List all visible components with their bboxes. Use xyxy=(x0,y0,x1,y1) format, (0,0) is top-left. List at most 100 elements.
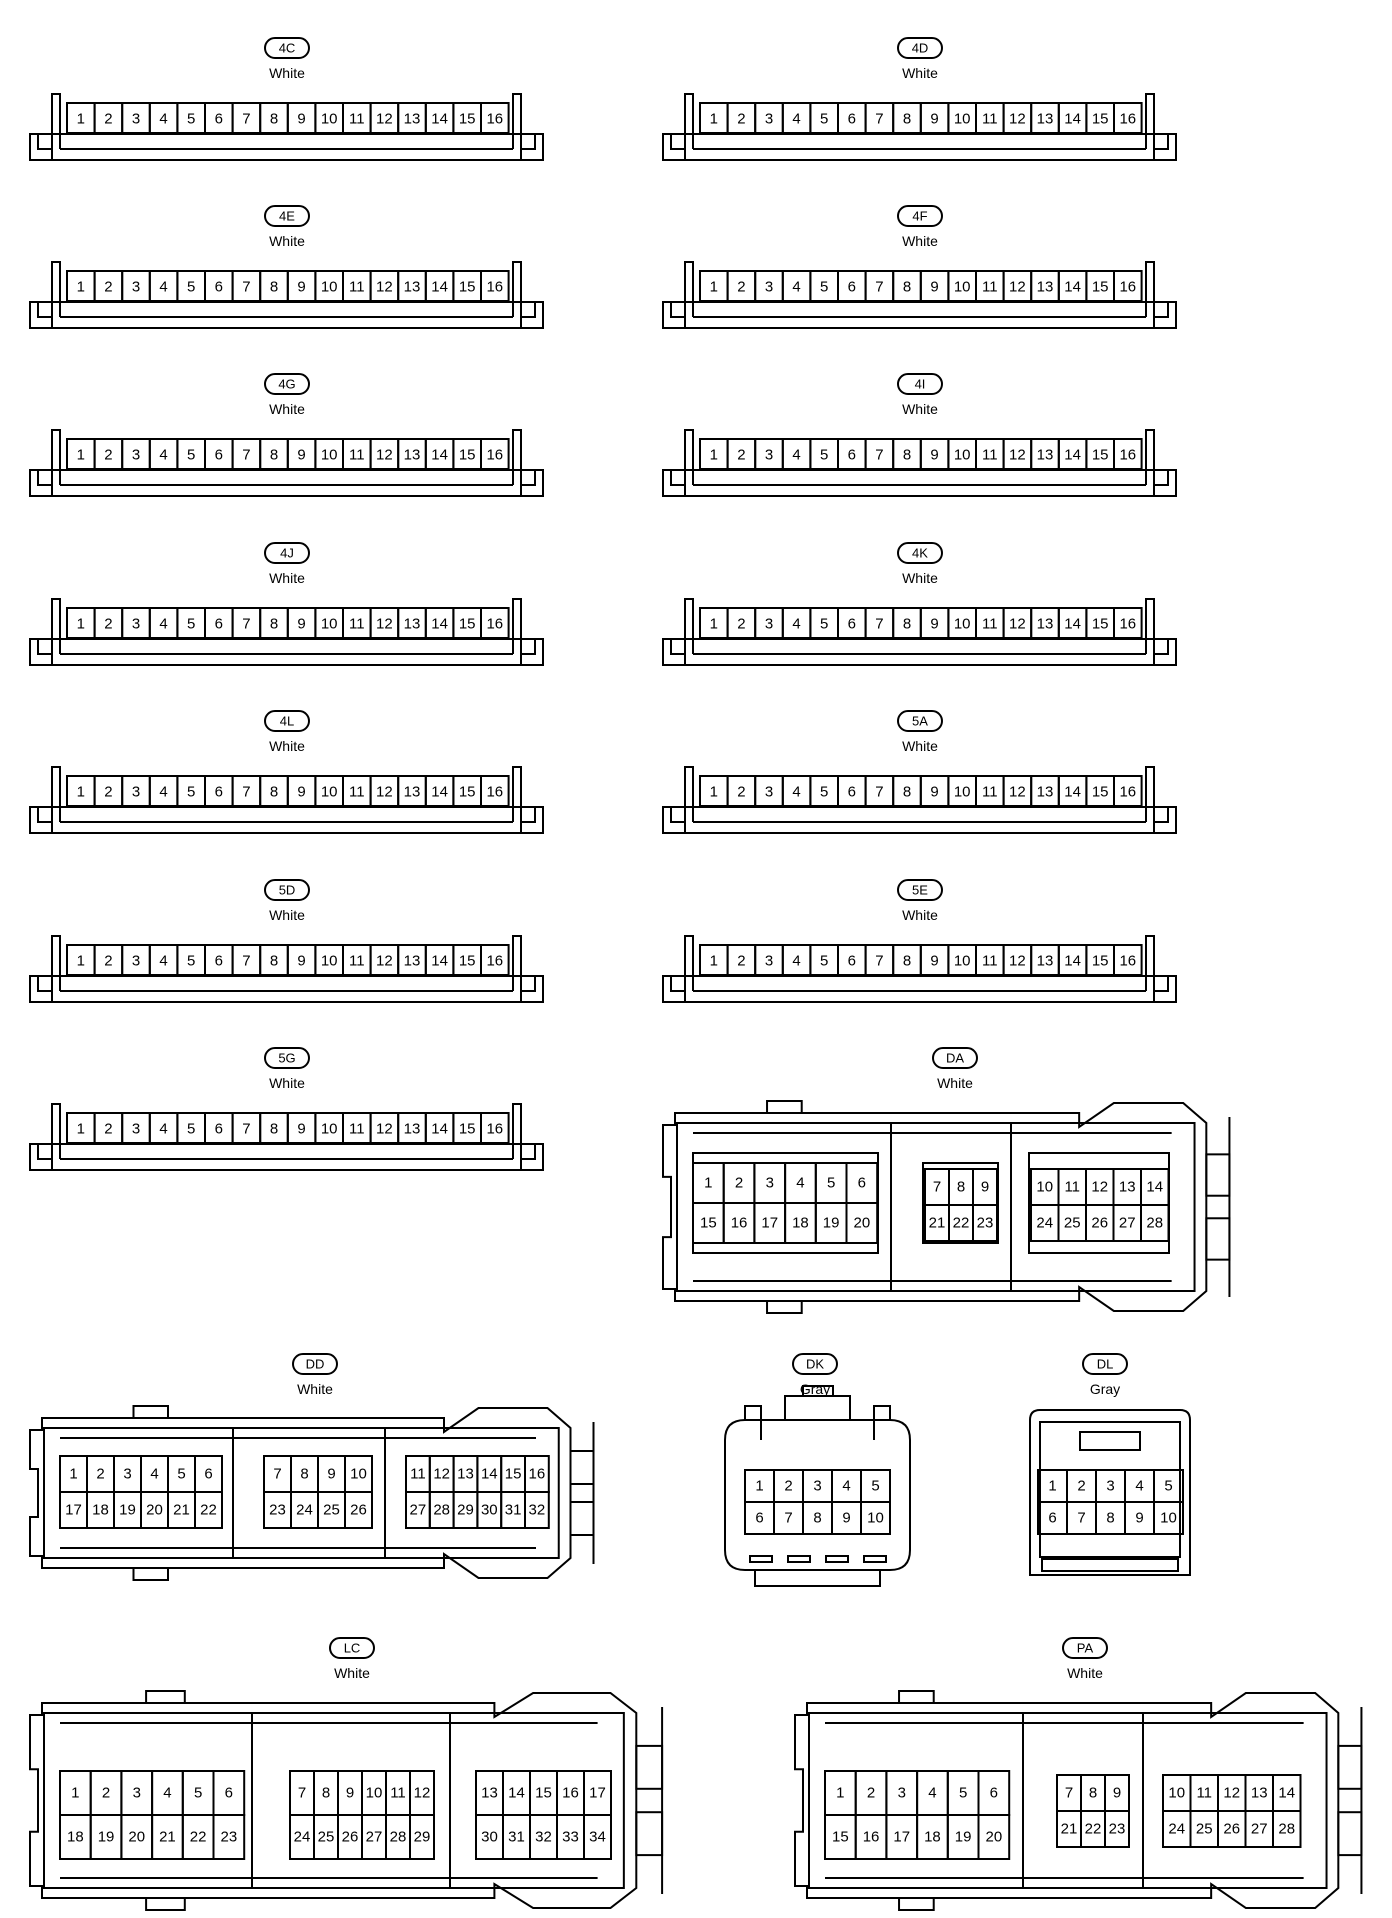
connector-color: White xyxy=(269,907,305,923)
pin-number: 3 xyxy=(132,784,140,801)
pin-number: 12 xyxy=(376,111,393,128)
pin-number: 15 xyxy=(459,1121,476,1138)
pin-number: 10 xyxy=(321,111,338,128)
pin-number: 4 xyxy=(159,953,167,970)
pin-number: 4 xyxy=(159,279,167,296)
pin-number: 13 xyxy=(457,1466,474,1483)
pin-number: 6 xyxy=(848,279,856,296)
pin-number: 9 xyxy=(346,1785,354,1802)
connector-code-badge xyxy=(897,37,943,59)
pin-number: 2 xyxy=(102,1785,110,1802)
pin-number: 3 xyxy=(123,1466,131,1483)
pin-number: 13 xyxy=(1037,111,1054,128)
pin-number: 10 xyxy=(321,447,338,464)
pin-number: 4 xyxy=(159,1121,167,1138)
pin-number: 3 xyxy=(765,784,773,801)
pin-number: 8 xyxy=(1106,1510,1114,1527)
pin-number: 14 xyxy=(431,784,448,801)
pin-number: 19 xyxy=(98,1829,115,1846)
pin-number: 10 xyxy=(867,1510,884,1527)
pin-number: 5 xyxy=(827,1175,835,1192)
pin-number: 9 xyxy=(297,1121,305,1138)
pin-number: 2 xyxy=(104,1121,112,1138)
pin-number: 29 xyxy=(457,1502,474,1519)
pin-number: 6 xyxy=(848,953,856,970)
pin-cell xyxy=(972,1204,998,1242)
pin-number: 10 xyxy=(350,1466,367,1483)
pin-number: 3 xyxy=(898,1785,906,1802)
connector-code: LC xyxy=(344,1641,361,1656)
pin-number: 16 xyxy=(1119,953,1136,970)
pin-number: 8 xyxy=(270,447,278,464)
pin-number: 23 xyxy=(269,1502,286,1519)
pin-number: 2 xyxy=(737,953,745,970)
pin-number: 11 xyxy=(982,111,998,128)
pin-number: 26 xyxy=(350,1502,367,1519)
pin-number: 1 xyxy=(77,447,85,464)
pin-number: 11 xyxy=(349,111,365,128)
pin-number: 3 xyxy=(765,616,773,633)
pin-number: 11 xyxy=(982,616,998,633)
pin-number: 6 xyxy=(215,616,223,633)
connector-code: 5D xyxy=(279,883,296,898)
pin-number: 14 xyxy=(431,111,448,128)
pin-number: 6 xyxy=(215,447,223,464)
pin-number: 9 xyxy=(842,1510,850,1527)
pin-number: 4 xyxy=(792,111,800,128)
pin-number: 25 xyxy=(1196,1821,1213,1838)
connector-code: PA xyxy=(1077,1641,1094,1656)
pin-number: 1 xyxy=(77,279,85,296)
pin-number: 8 xyxy=(1089,1785,1097,1802)
connector-code: DK xyxy=(806,1357,824,1372)
pin-number: 11 xyxy=(349,616,365,633)
pin-number: 23 xyxy=(221,1829,238,1846)
pin-number: 27 xyxy=(366,1829,383,1846)
pin-number: 16 xyxy=(486,616,503,633)
pin-number: 10 xyxy=(954,111,971,128)
pin-number: 7 xyxy=(875,616,883,633)
connector-code: 4C xyxy=(279,41,296,56)
pin-cell xyxy=(1113,775,1143,807)
pin-number: 4 xyxy=(792,616,800,633)
pin-number: 1 xyxy=(1048,1478,1056,1495)
pin-number: 11 xyxy=(982,279,998,296)
pin-number: 16 xyxy=(486,279,503,296)
pin-cell xyxy=(480,102,510,134)
pin-number: 16 xyxy=(486,784,503,801)
pin-number: 3 xyxy=(132,616,140,633)
pin-number: 10 xyxy=(321,616,338,633)
connector-code-badge xyxy=(264,542,310,564)
connector-code-badge xyxy=(264,710,310,732)
pin-number: 4 xyxy=(792,784,800,801)
pin-number: 2 xyxy=(1077,1478,1085,1495)
pin-number: 14 xyxy=(1064,953,1081,970)
pin-number: 10 xyxy=(954,784,971,801)
pin-number: 14 xyxy=(431,279,448,296)
connector-code: 4L xyxy=(280,714,294,729)
pin-number: 12 xyxy=(1009,111,1026,128)
pin-number: 28 xyxy=(433,1502,450,1519)
connector-color: Gray xyxy=(800,1381,830,1397)
pin-number: 11 xyxy=(982,784,998,801)
pin-number: 2 xyxy=(737,784,745,801)
pin-number: 25 xyxy=(1064,1215,1081,1232)
pin-number: 15 xyxy=(1092,616,1109,633)
pin-number: 15 xyxy=(535,1785,552,1802)
pin-number: 27 xyxy=(410,1502,427,1519)
pin-number: 13 xyxy=(404,784,421,801)
pin-number: 5 xyxy=(820,111,828,128)
connector-color: White xyxy=(902,401,938,417)
pin-number: 6 xyxy=(215,953,223,970)
pin-number: 6 xyxy=(1048,1510,1056,1527)
pin-number: 12 xyxy=(376,1121,393,1138)
pin-cell xyxy=(524,1491,550,1529)
pin-number: 13 xyxy=(404,111,421,128)
connector-code-badge xyxy=(264,37,310,59)
pin-number: 14 xyxy=(1064,447,1081,464)
pin-number: 6 xyxy=(225,1785,233,1802)
pin-number: 14 xyxy=(508,1785,525,1802)
pin-number: 5 xyxy=(187,1121,195,1138)
pin-number: 21 xyxy=(929,1215,946,1232)
connector-code-badge xyxy=(932,1047,978,1069)
pin-cell xyxy=(845,1202,879,1244)
